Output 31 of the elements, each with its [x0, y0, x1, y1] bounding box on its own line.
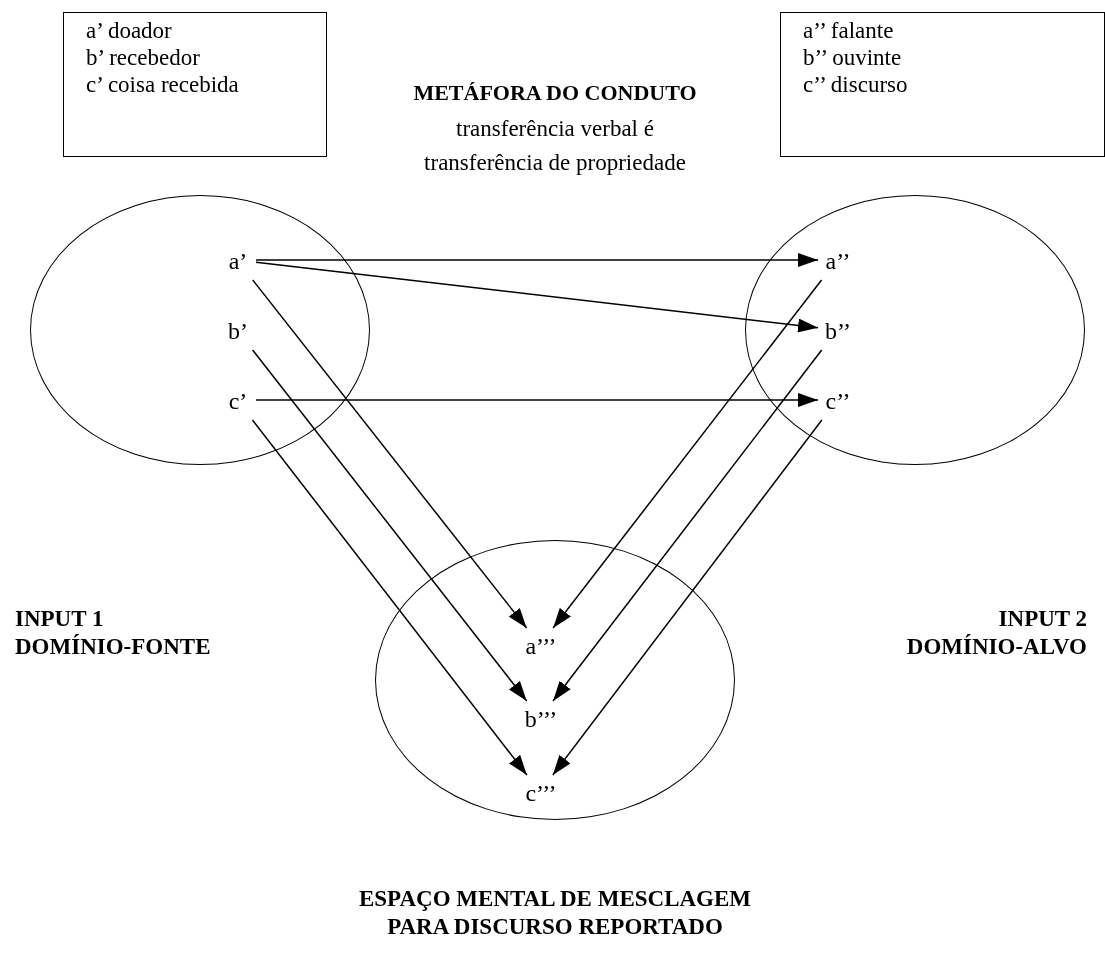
element-label: b’’’: [521, 705, 561, 733]
arrow: [255, 253, 819, 267]
element-label: c’’’: [521, 779, 561, 807]
list-item: c’’ discurso: [803, 71, 909, 98]
element-label: b’’: [822, 317, 854, 345]
element-label: a’’: [822, 247, 854, 275]
diagram-title: METÁFORA DO CONDUTO: [412, 80, 698, 106]
arrow: [552, 279, 823, 629]
space-heading: INPUT 1 DOMÍNIO-FONTE: [15, 605, 212, 661]
element-label: a’: [225, 247, 251, 275]
element-label: c’: [225, 387, 251, 415]
arrow: [251, 419, 528, 776]
legend-box: [780, 12, 1105, 157]
subtitle-text: transferência verbal é transferência de propriedade: [423, 115, 687, 177]
space-heading: ESPAÇO MENTAL DE MESCLAGEM PARA DISCURSO REPORTADO: [357, 885, 753, 941]
arrow: [251, 349, 528, 702]
element-label: c’’: [822, 387, 854, 415]
list-item: c’ coisa recebida: [86, 71, 240, 98]
arrow: [552, 349, 823, 702]
list-item: a’’ falante: [803, 17, 895, 44]
space-heading: INPUT 2 DOMÍNIO-ALVO: [905, 605, 1087, 661]
arrow: [255, 393, 819, 407]
list-item: a’ doador: [86, 17, 173, 44]
arrow: [252, 279, 528, 629]
legend-box: [63, 12, 327, 157]
element-label: a’’’: [521, 632, 561, 660]
list-item: b’’ ouvinte: [803, 44, 903, 71]
arrow: [255, 261, 819, 333]
arrow: [552, 419, 823, 776]
list-item: b’ recebedor: [86, 44, 201, 71]
element-label: b’: [225, 317, 251, 345]
